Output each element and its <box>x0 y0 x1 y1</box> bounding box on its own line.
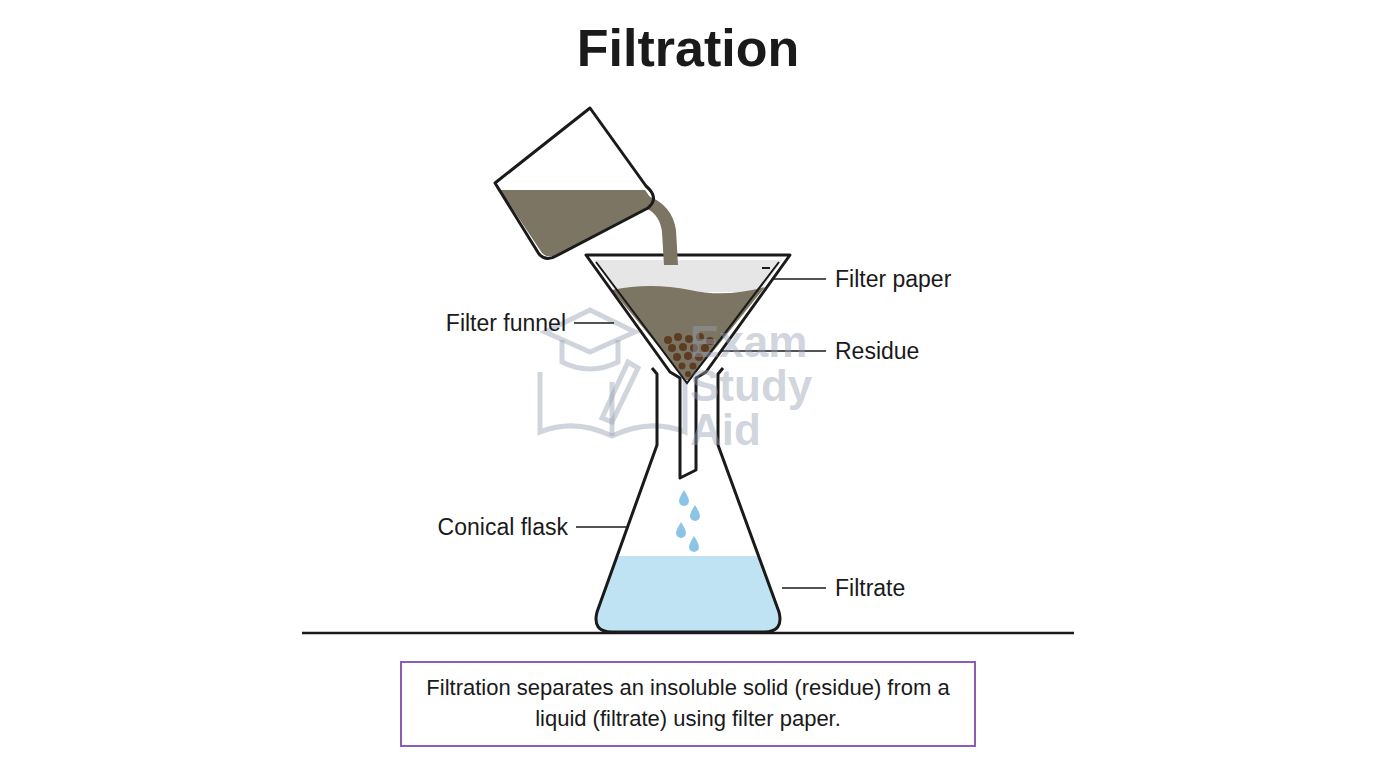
filtrate-drops <box>676 490 700 552</box>
filtrate-liquid <box>596 556 780 632</box>
part-label: Residue <box>835 338 919 365</box>
caption: Filtration separates an insoluble solid … <box>418 673 958 735</box>
part-label: Filter funnel <box>446 310 566 337</box>
part-label: Conical flask <box>438 514 568 541</box>
beaker <box>495 108 654 259</box>
part-label: Filter paper <box>835 266 951 293</box>
watermark: Exam Study Aid <box>690 320 830 452</box>
diagram-title: Filtration <box>577 18 799 78</box>
part-label: Filtrate <box>835 575 905 602</box>
funnel-space <box>594 260 782 292</box>
caption-box: Filtration separates an insoluble solid … <box>400 661 976 747</box>
